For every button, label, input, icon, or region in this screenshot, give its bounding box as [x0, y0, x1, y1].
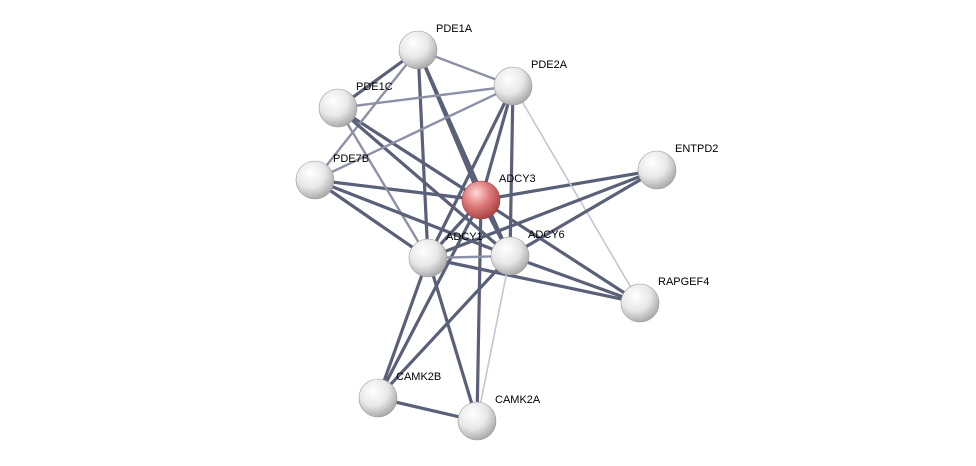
- node-label-pde2a: PDE2A: [531, 59, 568, 71]
- node-circle-adcy6[interactable]: [490, 236, 530, 276]
- node-pde1a[interactable]: PDE1A: [398, 23, 473, 70]
- node-circle-pde1a[interactable]: [398, 30, 438, 70]
- node-camk2b[interactable]: CAMK2B: [358, 371, 441, 418]
- edge-entpd2-adcy6[interactable]: [508, 168, 659, 258]
- edge-pde2a-pde7b[interactable]: [313, 84, 515, 182]
- node-circle-pde2a[interactable]: [493, 66, 533, 106]
- node-label-pde7b: PDE7B: [333, 153, 369, 165]
- node-circle-entpd2[interactable]: [637, 150, 677, 190]
- node-label-adcy6: ADCY6: [528, 229, 565, 241]
- node-label-pde1c: PDE1C: [356, 81, 393, 93]
- edge-pde1c-pde2a[interactable]: [336, 84, 515, 110]
- node-circle-camk2b[interactable]: [358, 378, 398, 418]
- edge-pde1a-pde7b[interactable]: [313, 48, 420, 182]
- edge-pde2a-adcy6[interactable]: [508, 84, 515, 258]
- node-entpd2[interactable]: ENTPD2: [637, 143, 718, 190]
- edges-layer: [313, 48, 659, 423]
- node-label-entpd2: ENTPD2: [675, 143, 718, 155]
- edge-pde1a-adcy6[interactable]: [416, 48, 512, 258]
- node-circle-adcy1[interactable]: [408, 238, 448, 278]
- edge-pde1c-adcy1[interactable]: [336, 106, 430, 260]
- edge-entpd2-adcy1[interactable]: [426, 168, 659, 260]
- node-rapgef4[interactable]: RAPGEF4: [620, 276, 709, 323]
- node-circle-pde1c[interactable]: [318, 88, 358, 128]
- edge-pde2a-rapgef4[interactable]: [512, 85, 641, 304]
- edge-adcy3-pde1c[interactable]: [336, 106, 483, 202]
- edge-adcy3-camk2b[interactable]: [376, 198, 483, 400]
- node-adcy1[interactable]: ADCY1: [408, 231, 483, 278]
- edge-adcy1-rapgef4[interactable]: [426, 256, 642, 305]
- node-circle-adcy3[interactable]: [461, 180, 501, 220]
- node-label-adcy1: ADCY1: [446, 231, 483, 243]
- edge-adcy1-camk2b[interactable]: [376, 256, 430, 400]
- edge-adcy3-pde2a[interactable]: [479, 84, 515, 202]
- node-pde1c[interactable]: PDE1C: [318, 81, 393, 128]
- edge-adcy3-rapgef4[interactable]: [479, 198, 642, 305]
- node-label-adcy3: ADCY3: [499, 173, 536, 185]
- edge-adcy6-camk2b[interactable]: [376, 254, 512, 400]
- node-pde2a[interactable]: PDE2A: [493, 59, 568, 106]
- node-circle-pde7b[interactable]: [295, 160, 335, 200]
- node-adcy6[interactable]: ADCY6: [490, 229, 565, 276]
- node-label-camk2b: CAMK2B: [396, 371, 441, 383]
- edge-adcy6-rapgef4[interactable]: [508, 254, 642, 305]
- edge-pde7b-adcy1[interactable]: [313, 178, 430, 260]
- node-adcy3[interactable]: ADCY3: [461, 173, 536, 220]
- edge-adcy3-pde7b[interactable]: [313, 178, 483, 202]
- node-circle-camk2a[interactable]: [457, 401, 497, 441]
- node-label-pde1a: PDE1A: [436, 23, 473, 35]
- node-label-rapgef4: RAPGEF4: [658, 276, 709, 288]
- edge-pde7b-adcy6[interactable]: [313, 178, 512, 258]
- edge-pde1c-adcy6[interactable]: [336, 106, 512, 258]
- node-pde7b[interactable]: PDE7B: [295, 153, 369, 200]
- node-label-camk2a: CAMK2A: [495, 394, 541, 406]
- edge-adcy1-camk2a[interactable]: [426, 256, 479, 423]
- node-camk2a[interactable]: CAMK2A: [457, 394, 541, 441]
- edge-pde1a-adcy1[interactable]: [416, 48, 430, 260]
- edge-adcy6-camk2a[interactable]: [476, 255, 511, 422]
- node-circle-rapgef4[interactable]: [620, 283, 660, 323]
